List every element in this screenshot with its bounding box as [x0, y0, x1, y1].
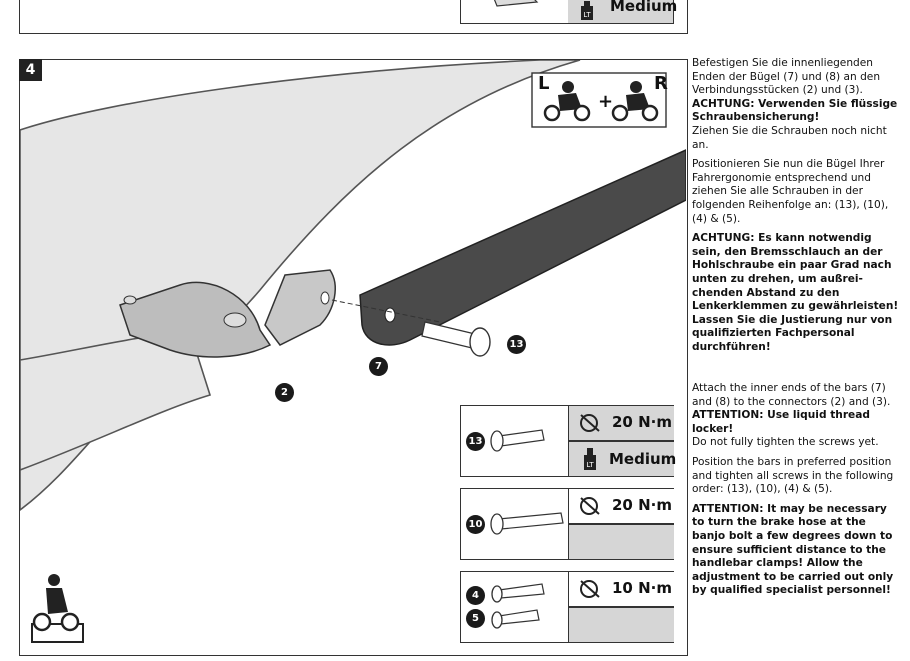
assembly-illustration	[20, 60, 686, 643]
assembly-guide-line	[331, 299, 441, 323]
en-paragraph-1: Attach the inner ends of the bars (7) an…	[692, 382, 902, 450]
bar-bolt-hole	[384, 307, 396, 323]
thread-locker-bottle-icon: LT	[584, 448, 596, 470]
lock-level: Medium	[609, 450, 677, 468]
connector-hole	[320, 291, 330, 305]
en-paragraph-2: Position the bars in preferred position …	[692, 455, 894, 496]
spec-divider	[569, 523, 674, 525]
callout-part-13: 13	[507, 335, 526, 354]
screw-part-13	[421, 321, 491, 357]
ergonomics-badge: L R +	[538, 73, 668, 125]
spec-right-cell: 20 N·m LT Medium	[568, 406, 677, 476]
spec-box-10: 10 20 N·m	[460, 488, 674, 560]
screw-pair-icon	[491, 583, 545, 629]
torque-wrench-icon	[580, 497, 600, 515]
en-p1-tail: Do not fully tighten the screws yet.	[692, 436, 879, 449]
clamp-bolt-head-small	[123, 295, 137, 305]
screw-icon	[490, 512, 564, 535]
connector-part-2	[119, 281, 272, 358]
screw-icon	[493, 0, 539, 7]
spec-part-callout: 4	[466, 586, 485, 605]
de-p1-tail: Ziehen Sie die Schrauben noch nicht an.	[692, 124, 887, 151]
callout-part-2: 2	[275, 383, 294, 402]
previous-spec-shade: LT Medium	[568, 0, 677, 23]
handlebar-tube	[20, 331, 212, 471]
torque-row: 20 N·m	[569, 406, 674, 440]
torque-value: 10 N·m	[612, 579, 672, 597]
spec-right-cell: 10 N·m	[568, 572, 674, 642]
en-p1-text: Attach the inner ends of the bars (7) an…	[692, 382, 891, 408]
spec-box-13: 13 20 N·m LT Medium	[460, 405, 677, 477]
de-paragraph-2: Positionieren Sie nun die Bügel Ihrer Fa…	[692, 158, 889, 225]
thread-locker-bottle-icon: LT	[581, 1, 593, 20]
svg-text:LT: LT	[583, 11, 591, 19]
bar-part-7	[359, 149, 686, 346]
instructions-german: Befestigen Sie die innenliegenden Enden …	[692, 57, 902, 360]
en-paragraph-3-warning: ATTENTION: It may be necessary to turn t…	[692, 502, 894, 597]
previous-spec-box: LT Medium	[460, 0, 677, 24]
torque-value: 20 N·m	[612, 413, 672, 431]
previous-step-frame	[19, 0, 688, 34]
spec-part-callout: 13	[466, 432, 485, 451]
torque-value: 20 N·m	[612, 496, 672, 514]
spec-box-4-5: 4 5 10 N·m	[460, 571, 674, 643]
badge-right-label: R	[654, 73, 668, 94]
svg-text:LT: LT	[586, 461, 594, 469]
rider-position-right-icon	[611, 81, 659, 122]
screw-icon	[490, 429, 545, 452]
callout-part-7: 7	[369, 357, 388, 376]
spec-divider	[569, 440, 674, 442]
de-p1-text: Befestigen Sie die innenliegenden Enden …	[692, 57, 881, 97]
clamp-bolt-head	[223, 312, 247, 328]
rider-position-left-icon	[543, 81, 591, 122]
instructions-english: Attach the inner ends of the bars (7) an…	[692, 382, 902, 604]
de-paragraph-3-warning: ACHTUNG: Es kann notwendig sein, den Bre…	[692, 232, 899, 353]
badge-plus: +	[598, 91, 614, 112]
spec-part-callout: 10	[466, 515, 485, 534]
torque-row: 20 N·m	[569, 489, 674, 523]
torque-row: 10 N·m	[569, 572, 674, 606]
en-p1-warning: ATTENTION: Use liquid thread locker!	[692, 409, 870, 435]
spec-divider	[569, 606, 674, 608]
spec-right-cell: 20 N·m	[568, 489, 674, 559]
de-paragraph-1: Befestigen Sie die innenliegenden Enden …	[692, 57, 902, 152]
rider-seated-icon	[31, 574, 84, 643]
spec-part-callout: 5	[466, 609, 485, 628]
de-p1-warning: ACHTUNG: Verwenden Sie flüssige Schraube…	[692, 97, 898, 124]
connector-arm	[264, 269, 336, 346]
badge-left-label: L	[538, 73, 550, 94]
torque-wrench-icon	[580, 414, 600, 432]
torque-wrench-icon	[580, 580, 600, 598]
previous-lock-level: Medium	[610, 0, 678, 15]
step-number-badge: 4	[19, 59, 42, 81]
